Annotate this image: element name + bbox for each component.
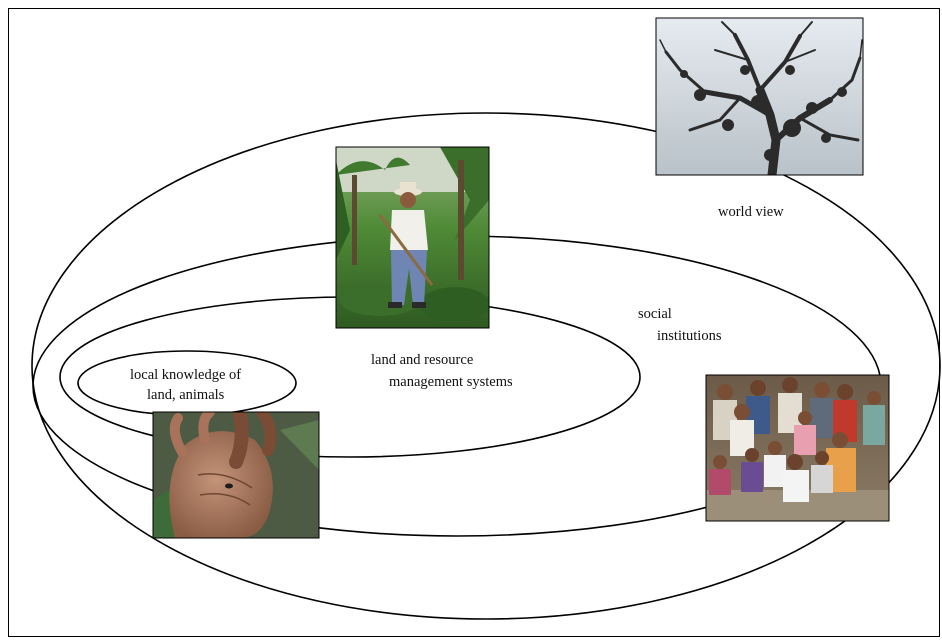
family-group-photo: [706, 375, 889, 521]
world-view-label: world view: [718, 204, 784, 220]
social-institutions-label-line2: institutions: [657, 328, 722, 344]
world-view-ellipse: [31, 112, 941, 620]
local-knowledge-label-line1: local knowledge of: [130, 367, 241, 383]
land-resource-label-line2: management systems: [389, 374, 513, 390]
farmer-in-field-photo: [336, 147, 489, 328]
local-knowledge-label-line2: land, animals: [147, 387, 225, 403]
local-knowledge-ellipse: [77, 350, 297, 416]
frame-border: [8, 8, 940, 637]
land-resource-label-line1: land and resource: [371, 352, 473, 368]
hand-with-seed-photo: [153, 412, 319, 538]
tree-silhouette-photo: [656, 18, 863, 175]
social-institutions-label-line1: social: [638, 306, 672, 322]
